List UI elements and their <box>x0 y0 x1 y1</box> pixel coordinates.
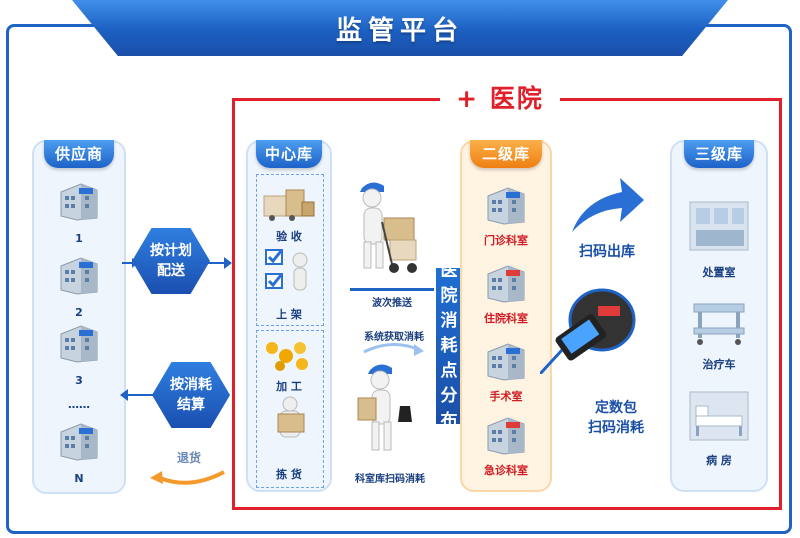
scan-out-arrow <box>572 178 644 232</box>
supplier-building-icon <box>60 257 98 295</box>
treatment-room-icon <box>689 201 749 251</box>
distribution-char: 医 <box>440 260 458 281</box>
tertiary-item-3: 病 房 <box>706 454 732 467</box>
center-group-bottom <box>256 330 324 488</box>
distribution-char: 点 <box>440 360 458 381</box>
hospital-building-icon <box>487 343 525 381</box>
plan-delivery-node: 按计划 配送 <box>132 228 210 294</box>
distribution-char: 消 <box>440 310 458 331</box>
batch-push-label: 波次推送 <box>372 298 412 309</box>
dept-scan-label: 科室库扫码消耗 <box>355 474 425 485</box>
system-fetch-label: 系统获取消耗 <box>364 332 424 343</box>
return-arrow <box>150 470 225 485</box>
center-group-top <box>256 174 324 326</box>
distribution-bar: 医院消耗点分布 <box>436 261 462 431</box>
consumption-settle-line2: 结算 <box>177 397 205 413</box>
supplier-item-label: 1 <box>75 232 83 245</box>
center-step-2: 上 架 <box>276 308 302 321</box>
supplier-item-label: 3 <box>75 374 83 387</box>
consumption-settle-node: 按消耗 结算 <box>152 362 230 428</box>
checklist-icon <box>265 249 308 291</box>
worker-cart-icon <box>360 182 417 273</box>
boxes-icon <box>263 189 315 221</box>
secondary-item-label: 门诊科室 <box>484 234 528 247</box>
platform-banner: 监管平台 <box>72 0 728 56</box>
return-label: 退货 <box>176 451 201 465</box>
batch-push-line <box>350 288 434 291</box>
fixed-pack-line1: 定数包 <box>595 400 637 416</box>
tertiary-title: 三级库 <box>684 140 754 168</box>
center-title: 中心库 <box>256 140 322 168</box>
plan-delivery-arrow <box>198 257 232 269</box>
plan-delivery-arrow-in <box>122 258 138 268</box>
plan-delivery-line1: 按计划 <box>150 243 192 259</box>
distribution-char: 分 <box>440 385 458 406</box>
supplier-building-icon <box>60 183 98 221</box>
fixed-pack-line2: 扫码消耗 <box>588 420 644 436</box>
carry-box-icon <box>277 396 305 438</box>
hospital-building-icon <box>487 187 525 225</box>
handheld-scanner-icon <box>540 288 636 374</box>
scan-out-label: 扫码出库 <box>579 244 635 260</box>
supplier-item-label: N <box>74 472 84 485</box>
tertiary-item-2: 治疗车 <box>702 358 736 371</box>
distribution-char: 布 <box>440 410 458 431</box>
fixed-pack-scan-label: 定数包 扫码消耗 <box>574 398 658 438</box>
center-step-4: 拣 货 <box>276 468 302 481</box>
treatment-cart-icon <box>693 303 745 345</box>
plan-delivery-line2: 配送 <box>157 263 185 279</box>
secondary-item-label: 住院科室 <box>484 312 528 325</box>
distribution-char: 耗 <box>440 335 458 356</box>
hospital-building-icon <box>487 417 525 455</box>
center-step-3: 加 工 <box>276 380 302 393</box>
ward-icon <box>689 391 749 441</box>
center-step-1: 验 收 <box>276 230 302 243</box>
secondary-item-label: 手术室 <box>489 390 523 403</box>
secondary-item-label: 急诊科室 <box>484 464 528 477</box>
supplier-ellipsis: …… <box>68 398 90 411</box>
supplier-title: 供应商 <box>44 140 114 168</box>
supplier-building-icon <box>60 325 98 363</box>
platform-title: 监管平台 <box>335 15 464 46</box>
sync-arrows-icon <box>363 343 424 356</box>
gold-pieces-icon <box>266 342 308 371</box>
consumption-settle-line1: 按消耗 <box>170 377 212 393</box>
supplier-item-label: 2 <box>75 306 83 319</box>
distribution-char: 院 <box>440 285 458 306</box>
consumption-settle-arrow <box>120 389 154 401</box>
hospital-building-icon <box>487 265 525 303</box>
tertiary-item-1: 处置室 <box>702 266 736 279</box>
worker-scan-icon <box>357 364 412 451</box>
supplier-building-icon <box>60 423 98 461</box>
secondary-title: 二级库 <box>470 140 542 168</box>
hospital-title: + 医院 <box>440 84 560 114</box>
